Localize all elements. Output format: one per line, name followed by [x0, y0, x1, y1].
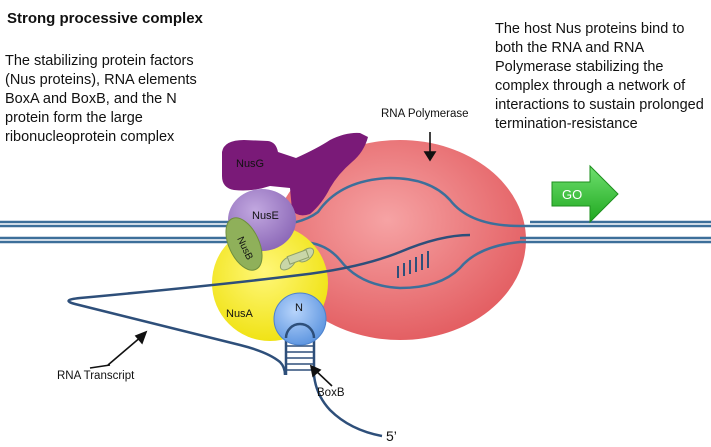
nusg-protein	[222, 132, 368, 216]
boxa-element	[279, 247, 315, 271]
dna-strand-top	[0, 176, 711, 228]
n-protein-label: N	[295, 302, 303, 314]
rna-transcript	[67, 233, 471, 376]
n-protein-loop	[284, 322, 316, 339]
n-protein	[273, 292, 327, 346]
right-description: The host Nus proteins bind to both the R…	[495, 21, 704, 132]
rna-transcript-label: RNA Transcript	[57, 370, 135, 382]
nusa-label: NusA	[226, 308, 254, 320]
boxb-label: BoxB	[317, 387, 345, 399]
go-arrow	[551, 164, 619, 224]
dna-strand-bottom	[0, 240, 711, 290]
rna-dna-hybrid	[397, 251, 429, 278]
rna-polymerase-label: RNA Polymerase	[381, 108, 469, 120]
go-label: GO	[562, 187, 582, 202]
five-prime-label: 5’	[386, 428, 397, 444]
nuse-label: NusE	[252, 210, 279, 222]
rna-polymerase	[274, 140, 526, 340]
boxb-stem-rungs	[286, 345, 314, 371]
nusb-protein	[225, 217, 263, 271]
left-description: The stabilizing protein factors (Nus pro…	[5, 53, 197, 145]
page-title: Strong processive complex	[7, 10, 203, 27]
pointer-arrows	[89, 132, 437, 387]
nusg-label: NusG	[236, 158, 264, 170]
